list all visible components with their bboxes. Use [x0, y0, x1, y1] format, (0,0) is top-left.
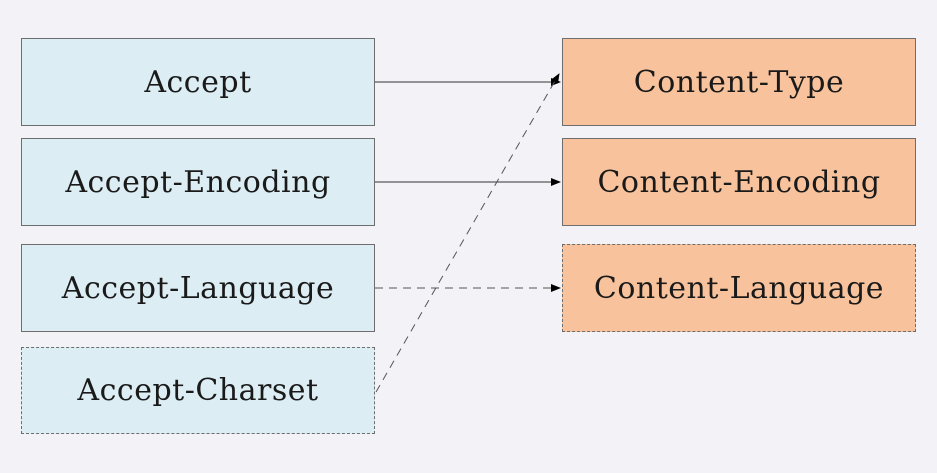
node-accept-label: Accept — [144, 64, 252, 100]
node-content-language-label: Content-Language — [593, 270, 885, 306]
node-accept-charset-label: Accept-Charset — [77, 373, 319, 408]
node-accept-encoding-label: Accept-Encoding — [65, 164, 331, 200]
node-accept-encoding: Accept-Encoding — [21, 138, 375, 226]
edge-accept-charset-to-content-type — [375, 73, 560, 393]
node-content-type-label: Content-Type — [633, 64, 845, 100]
node-content-language: Content-Language — [562, 244, 916, 332]
node-content-encoding: Content-Encoding — [562, 138, 916, 226]
node-accept: Accept — [21, 38, 375, 126]
node-content-encoding-label: Content-Encoding — [597, 164, 881, 200]
node-accept-language-label: Accept-Language — [61, 270, 335, 306]
node-content-type: Content-Type — [562, 38, 916, 126]
node-accept-charset: Accept-Charset — [21, 347, 375, 434]
node-accept-language: Accept-Language — [21, 244, 375, 332]
